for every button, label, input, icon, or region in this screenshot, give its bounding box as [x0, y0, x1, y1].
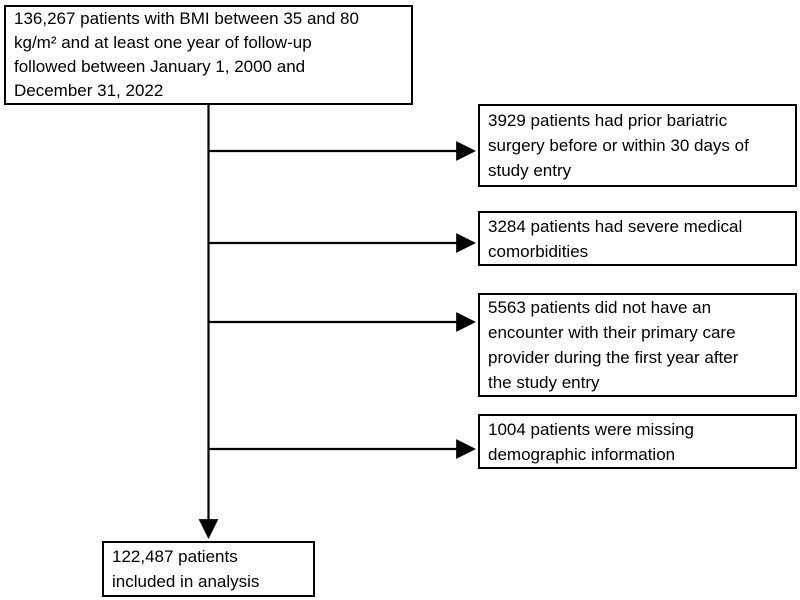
exclusion-box-prior-bariatric-surgery: 3929 patients had prior bariatric surger…: [478, 104, 797, 187]
exclusion-1-line-3: study entry: [488, 161, 572, 180]
result-box-line-2: included in analysis: [112, 572, 260, 591]
exclusion-4-line-1: 1004 patients were missing: [488, 419, 695, 439]
exclusion-3-line-4: the study entry: [488, 373, 600, 392]
exclusion-box-no-pcp-encounter: 5563 patients did not have an encounter …: [478, 293, 797, 397]
exclusion-box-missing-demographics: 1004 patients were missing demographic i…: [478, 414, 797, 469]
exclusion-3-line-2: encounter with their primary care: [488, 323, 736, 342]
exclusion-2-line-1: 3284 patients had severe medical: [488, 216, 743, 236]
exclusion-2-line-2: comorbidities: [488, 241, 589, 261]
source-population-box: 136,267 patients with BMI between 35 and…: [4, 5, 413, 105]
source-box-line-4: December 31, 2022: [14, 81, 164, 100]
exclusion-box-severe-comorbidities: 3284 patients had severe medical comorbi…: [478, 211, 797, 266]
source-box-line-2: kg/m² and at least one year of follow-up: [14, 33, 312, 52]
result-box-line-1: 122,487 patients: [112, 547, 238, 566]
exclusion-1-line-2: surgery before or within 30 days of: [488, 136, 749, 155]
source-box-line-3: followed between January 1, 2000 and: [14, 57, 306, 76]
exclusion-1-line-1: 3929 patients had prior bariatric: [488, 111, 728, 130]
included-in-analysis-box: 122,487 patients included in analysis: [102, 541, 315, 597]
exclusion-4-line-2: demographic information: [488, 444, 676, 464]
exclusion-3-line-3: provider during the first year after: [488, 348, 739, 367]
exclusion-3-line-1: 5563 patients did not have an: [488, 298, 712, 317]
source-box-line-1: 136,267 patients with BMI between 35 and…: [14, 9, 359, 28]
